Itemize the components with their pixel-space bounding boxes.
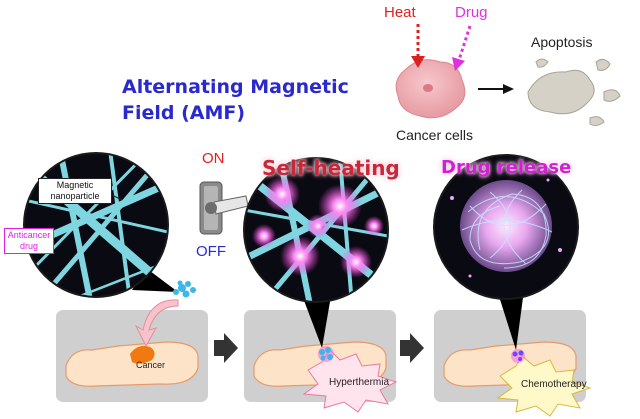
cancer-cell	[395, 59, 466, 119]
hyperthermia-label: Hyperthermia	[329, 377, 390, 388]
step-arrow-2	[400, 333, 424, 363]
magnetic-nanoparticle-callout: Magnetic nanoparticle	[38, 178, 112, 204]
apoptosis-arrow	[478, 84, 514, 94]
heat-arrow	[411, 24, 425, 68]
nanoparticle-heat-spot	[318, 346, 334, 362]
injection-arrow	[134, 299, 179, 348]
nanoparticle-cluster	[173, 280, 196, 298]
cancer-cells-label: Cancer cells	[396, 127, 474, 143]
switch-off-label: OFF	[196, 243, 226, 260]
patient-panel-1	[56, 310, 208, 402]
anticancer-drug-callout: Anticancer drug	[4, 228, 54, 254]
zoom-circle-self-heating	[243, 157, 389, 348]
cancer-label: Cancer	[136, 360, 166, 370]
drug-label: Drug	[455, 4, 488, 21]
self-heating-label: Self-heating	[262, 156, 400, 180]
heat-label: Heat	[384, 4, 416, 21]
amf-title: Alternating Magnetic Field (AMF)	[122, 76, 349, 124]
apoptosis-label: Apoptosis	[531, 34, 593, 50]
drug-arrow	[452, 25, 472, 71]
apoptotic-cell-fragments	[527, 58, 621, 127]
hyperthermia-burst	[302, 349, 398, 413]
chemotherapy-label: Chemotherapy	[521, 379, 587, 390]
on-off-switch	[199, 181, 249, 235]
switch-on-label: ON	[202, 150, 225, 167]
zoom-circle-nanoparticle	[23, 152, 178, 298]
step-arrow-1	[214, 333, 238, 363]
drug-release-spot	[511, 349, 525, 363]
chemotherapy-burst	[496, 355, 592, 417]
zoom-circle-drug-release	[433, 154, 579, 350]
drug-release-label: Drug release	[441, 157, 572, 178]
